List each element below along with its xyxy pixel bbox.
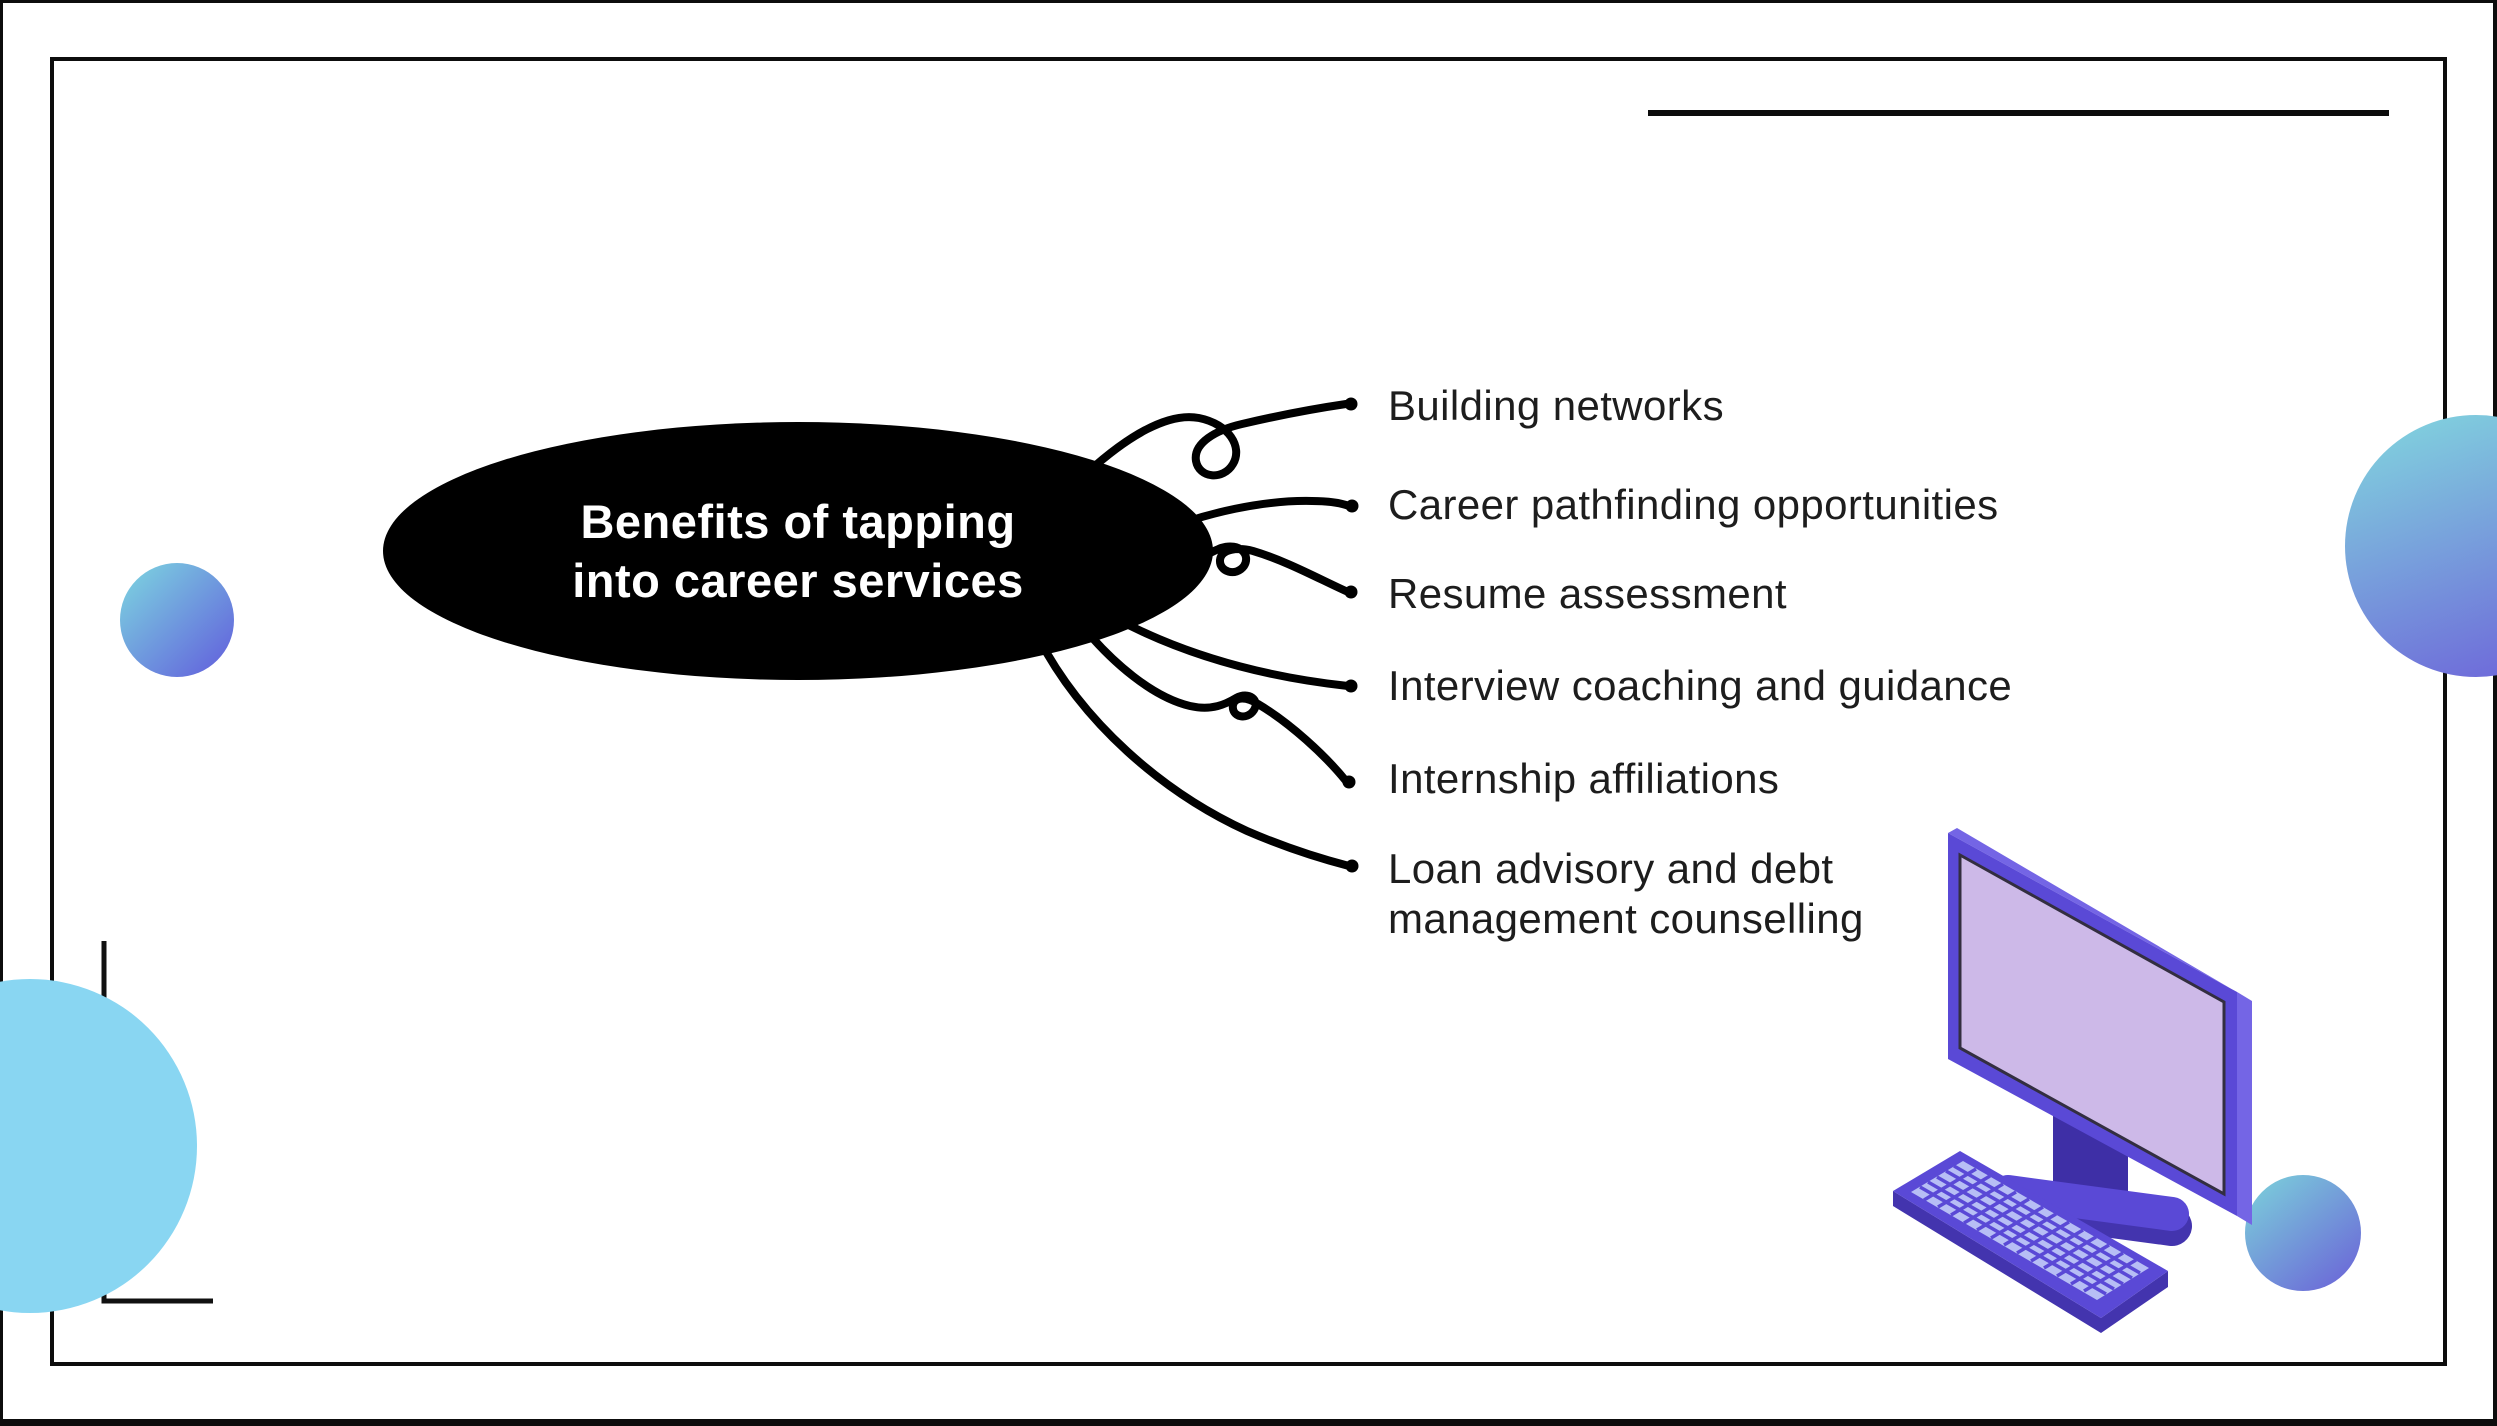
- branch-endpoint-dot: [1342, 775, 1356, 789]
- gradient-circle-top-left: [120, 563, 234, 677]
- outer-border-top: [0, 0, 2497, 3]
- branch-label-building-networks: Building networks: [1388, 382, 1724, 429]
- branch-label-career-pathfinding: Career pathfinding opportunities: [1388, 481, 1999, 528]
- central-node-title-line2: into career services: [572, 554, 1024, 607]
- branch-curve-interview-coaching: [1109, 613, 1352, 690]
- top-right-rule: [1648, 110, 2389, 116]
- branch-endpoint-dot: [1345, 859, 1359, 873]
- monitor-bezel-side: [2237, 992, 2252, 1225]
- outer-border-left: [0, 0, 3, 1426]
- branch-endpoint-dot: [1345, 499, 1359, 513]
- monitor-screen: [1958, 852, 2226, 1197]
- slide-frame: [50, 57, 2447, 1366]
- branch-label-resume-assessment: Resume assessment: [1388, 570, 1787, 617]
- gradient-circle-bottom-right: [2245, 1175, 2361, 1291]
- branch-endpoint-dot: [1344, 585, 1358, 599]
- branch-label-loan-advisory: Loan advisory and debt management counse…: [1388, 845, 1864, 942]
- branch-endpoint-dot: [1344, 679, 1358, 693]
- branch-curve-resume-assessment: [1154, 542, 1352, 596]
- keyboard-key-grid: [1919, 1164, 2141, 1296]
- outer-border-bottom: [0, 1419, 2497, 1426]
- branch-label-interview-coaching: Interview coaching and guidance: [1388, 662, 2013, 709]
- branch-curve-loan-advisory: [1034, 633, 1353, 870]
- branch-label-internship-affiliations: Internship affiliations: [1388, 755, 1780, 802]
- branch-curve-internship-affiliations: [1079, 623, 1350, 785]
- central-node-title-line1: Benefits of tapping: [580, 495, 1016, 548]
- monitor-bezel-top: [1948, 828, 2252, 1001]
- keyboard-icon: [1893, 1151, 2168, 1333]
- branch-endpoint-dot: [1344, 397, 1358, 411]
- branch-curve-building-networks: [1084, 400, 1350, 480]
- central-node: Benefits of tapping into career services: [383, 422, 1213, 680]
- outer-border-right: [2493, 0, 2497, 1426]
